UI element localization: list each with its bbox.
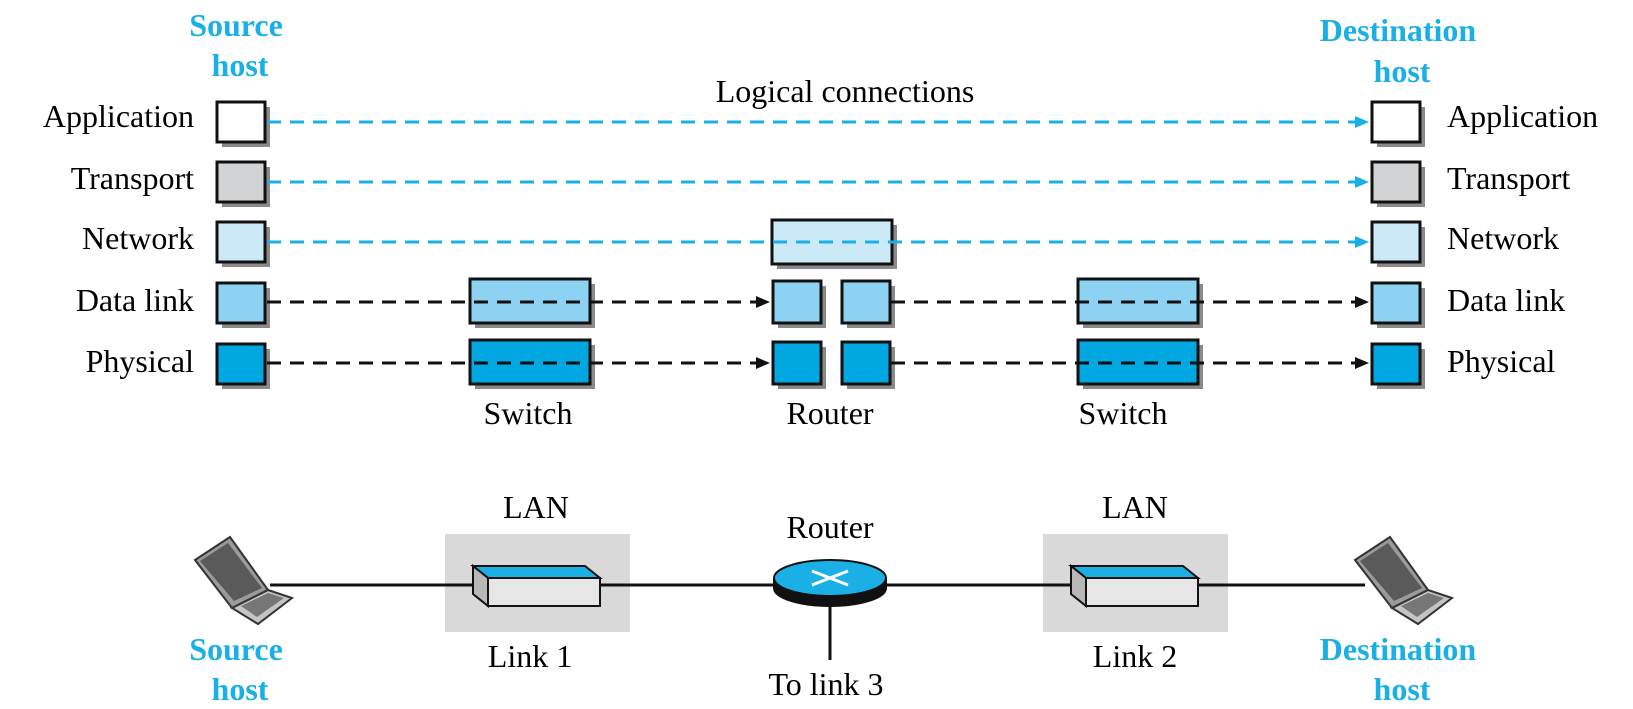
switch-right-label: Switch <box>1079 395 1168 431</box>
to-link3-label: To link 3 <box>768 666 883 702</box>
router-label: Router <box>786 395 873 431</box>
router-stack <box>770 218 897 389</box>
layer-label-physical: Physical <box>1447 343 1556 379</box>
source-layer-labels: Application Transport Network Data link … <box>43 98 194 379</box>
link1-label: Link 1 <box>488 638 572 674</box>
layer-label-datalink: Data link <box>76 282 194 318</box>
destination-host-label-top: Destination host <box>1320 12 1484 89</box>
lan-left-label: LAN <box>503 489 569 525</box>
destination-layer-labels: Application Transport Network Data link … <box>1447 98 1598 379</box>
switch-left-stack <box>468 277 595 389</box>
destination-host-stack <box>1370 100 1425 389</box>
link-arrows <box>267 296 1369 369</box>
layer-label-application: Application <box>1447 98 1598 134</box>
switch-left-label: Switch <box>484 395 573 431</box>
logical-connections-label: Logical connections <box>716 73 975 109</box>
source-host-label-bottom: Source host <box>189 631 291 707</box>
layer-label-network: Network <box>1447 220 1559 256</box>
source-laptop-icon <box>193 535 295 626</box>
router-bottom-label: Router <box>786 509 873 545</box>
source-host-label-top: Source host <box>189 7 291 83</box>
layer-label-datalink: Data link <box>1447 282 1565 318</box>
layer-label-transport: Transport <box>71 160 194 196</box>
destination-host-label-bottom: Destination host <box>1320 631 1484 707</box>
source-host-stack <box>215 100 270 389</box>
lan-switch-left-icon <box>470 563 603 609</box>
lan-right-label: LAN <box>1102 489 1168 525</box>
layer-label-transport: Transport <box>1447 160 1570 196</box>
link2-label: Link 2 <box>1093 638 1177 674</box>
router-icon <box>773 559 887 607</box>
layer-label-application: Application <box>43 98 194 134</box>
layer-label-physical: Physical <box>86 343 195 379</box>
layer-label-network: Network <box>82 220 194 256</box>
destination-laptop-icon <box>1353 535 1455 626</box>
physical-links <box>270 583 1365 660</box>
lan-switch-right-icon <box>1068 563 1201 609</box>
switch-right-stack <box>1076 277 1203 389</box>
